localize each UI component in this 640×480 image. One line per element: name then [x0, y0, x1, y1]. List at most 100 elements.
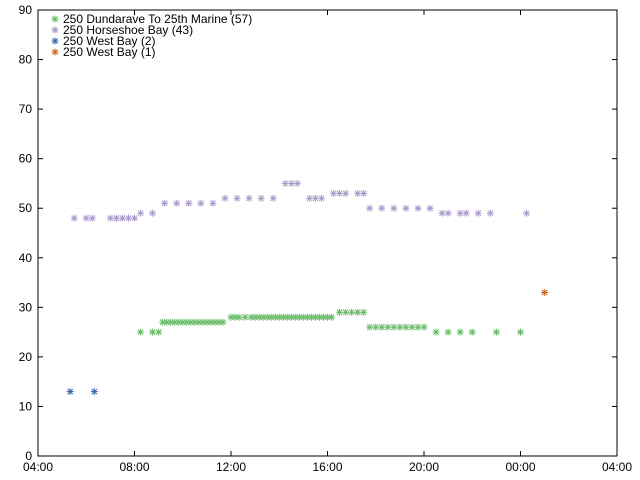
data-point [426, 204, 434, 212]
data-point [70, 214, 78, 222]
y-tick-label: 60 [19, 152, 33, 166]
data-point [402, 323, 410, 331]
data-point [444, 209, 452, 217]
data-point [173, 199, 181, 207]
y-tick-label: 40 [19, 251, 33, 265]
data-point [378, 204, 386, 212]
data-point [88, 214, 96, 222]
data-point [462, 209, 470, 217]
data-point [269, 194, 277, 202]
legend-entry: 250 Horseshoe Bay (43) [63, 23, 193, 37]
data-point [131, 214, 138, 222]
data-point [317, 194, 325, 202]
legend: 250 Dundarave To 25th Marine (57)250 Hor… [51, 12, 252, 59]
data-point [456, 209, 464, 217]
data-point [90, 388, 98, 396]
data-point [348, 308, 356, 316]
data-point [155, 328, 163, 336]
data-point [137, 209, 145, 217]
data-points [66, 179, 549, 396]
data-point [372, 323, 380, 331]
data-point [137, 328, 145, 336]
y-tick-label: 80 [19, 53, 33, 67]
data-point [432, 328, 440, 336]
data-point [384, 323, 392, 331]
data-point [328, 313, 336, 321]
data-point [51, 37, 59, 45]
data-point [360, 189, 368, 197]
data-point [82, 214, 90, 222]
data-point [66, 388, 74, 396]
data-point [408, 323, 416, 331]
x-tick-label: 08:00 [119, 460, 149, 474]
data-point [233, 194, 241, 202]
data-point [124, 214, 132, 222]
data-point [474, 209, 482, 217]
data-point [486, 209, 494, 217]
data-point [366, 204, 374, 212]
data-point [209, 199, 217, 207]
data-point [414, 323, 422, 331]
data-point [51, 48, 59, 56]
data-point [354, 189, 362, 197]
data-point [402, 204, 410, 212]
data-point [420, 323, 428, 331]
data-point [541, 288, 549, 296]
y-tick-label: 70 [19, 102, 33, 116]
data-point [378, 323, 386, 331]
x-tick-label: 20:00 [409, 460, 439, 474]
data-point [311, 194, 319, 202]
x-tick-label: 12:00 [216, 460, 246, 474]
data-point [161, 199, 169, 207]
data-point [360, 308, 368, 316]
data-point [118, 214, 126, 222]
y-tick-label: 0 [25, 449, 32, 463]
data-point [492, 328, 500, 336]
data-point [197, 199, 205, 207]
data-point [51, 26, 59, 34]
data-point [293, 179, 301, 187]
data-point [245, 194, 253, 202]
data-point [219, 318, 227, 326]
data-point [342, 308, 350, 316]
legend-entry: 250 West Bay (1) [63, 45, 155, 59]
data-point [354, 308, 362, 316]
x-tick-label: 04:00 [602, 460, 632, 474]
data-point [241, 313, 249, 321]
y-tick-label: 20 [19, 350, 33, 364]
data-point [390, 323, 398, 331]
legend-entry: 250 Dundarave To 25th Marine (57) [63, 12, 252, 26]
data-point [106, 214, 114, 222]
legend-entry: 250 West Bay (2) [63, 34, 155, 48]
data-point [185, 199, 193, 207]
data-point [149, 328, 157, 336]
x-tick-label: 04:00 [23, 460, 53, 474]
plot-area [37, 9, 618, 457]
data-point [517, 328, 524, 336]
y-tick-label: 10 [19, 399, 33, 413]
data-point [51, 15, 59, 23]
data-point [523, 209, 531, 217]
data-point [330, 189, 338, 197]
data-point [112, 214, 120, 222]
x-tick-label: 16:00 [312, 460, 342, 474]
data-point [414, 204, 422, 212]
data-point [221, 194, 229, 202]
data-point [438, 209, 446, 217]
data-point [366, 323, 374, 331]
data-point [281, 179, 289, 187]
y-tick-label: 30 [19, 300, 33, 314]
data-point [257, 194, 265, 202]
data-point [396, 323, 404, 331]
data-point [468, 328, 476, 336]
data-point [444, 328, 452, 336]
data-point [305, 194, 313, 202]
data-point [336, 308, 344, 316]
data-point [342, 189, 350, 197]
x-tick-label: 00:00 [505, 460, 535, 474]
y-tick-label: 90 [19, 3, 33, 17]
x-axis: 04:00 08:00 12:00 16:00 20:00 00:00 04:00 [23, 10, 632, 474]
data-point [149, 209, 157, 217]
